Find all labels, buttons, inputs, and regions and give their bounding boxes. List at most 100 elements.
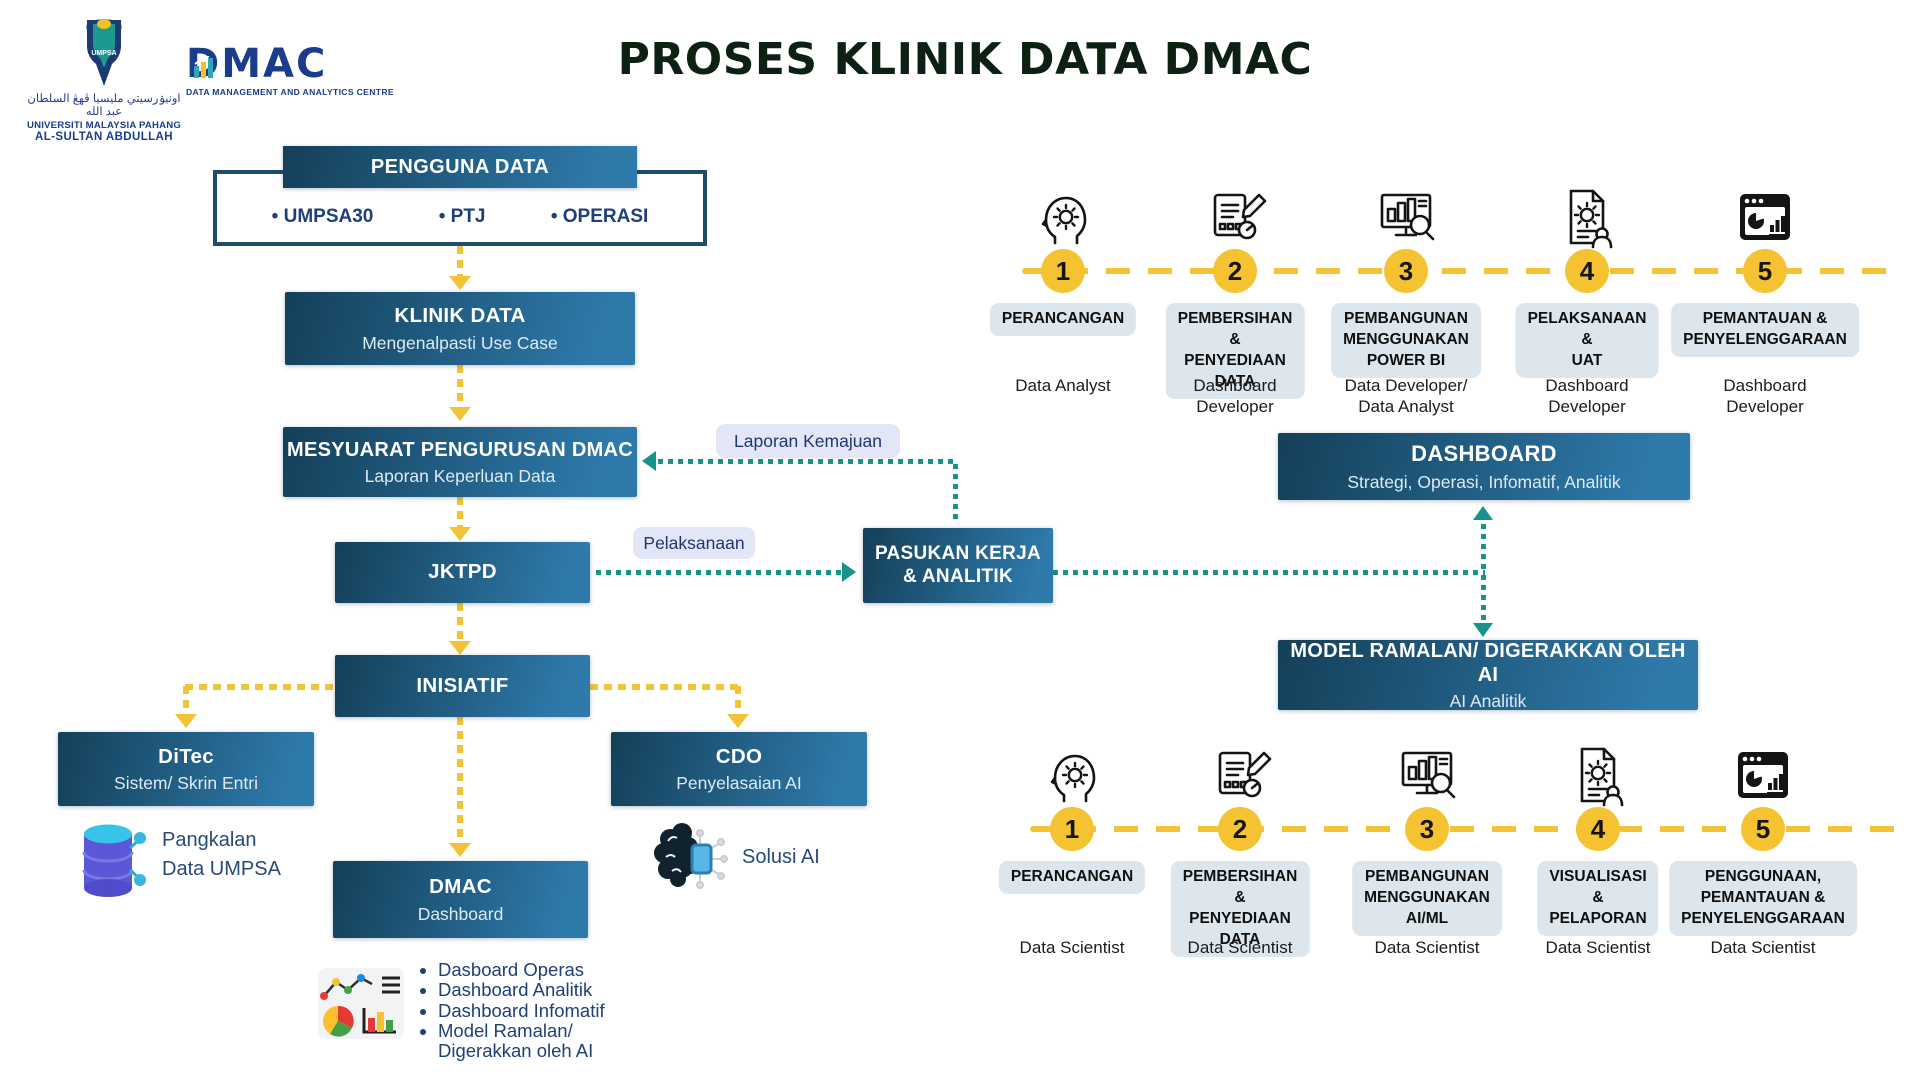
dashboard-report-icon xyxy=(1740,194,1790,240)
line-junction-up xyxy=(1481,524,1486,570)
dmac-dashboard-box: DMAC Dashboard xyxy=(333,861,588,938)
ditec-title: DiTec xyxy=(158,744,214,768)
arrowhead-mesyuarat-jktpd xyxy=(449,527,471,541)
step-role: Data Developer/ Data Analyst xyxy=(1344,376,1468,417)
cdo-subtitle: Penyelasaian AI xyxy=(676,773,802,794)
line-junction-down xyxy=(1481,575,1486,623)
step-dash-3: 3 PEMBANGUNAN MENGGUNAKAN POWER BI Data … xyxy=(1311,185,1501,425)
arrowhead-jktpd-inisiatif xyxy=(449,641,471,655)
inisiatif-title: INISIATIF xyxy=(416,673,509,697)
thinking-head-icon xyxy=(1031,185,1095,249)
arrowhead-pelaksanaan xyxy=(842,562,856,582)
step-number: 3 xyxy=(1405,807,1449,851)
klinik-data-subtitle: Mengenalpasti Use Case xyxy=(362,332,558,353)
dmac-bullet-2: Dashboard Analitik xyxy=(438,980,678,1000)
step-role: Data Scientist xyxy=(1019,938,1125,957)
dmac-dashboard-title: DMAC xyxy=(429,875,492,899)
dashboard-report-icon xyxy=(1738,752,1788,798)
dmac-bullet-4: Model Ramalan/ Digerakkan oleh AI xyxy=(438,1021,678,1060)
model-ramalan-box: MODEL RAMALAN/ DIGERAKKAN OLEH AI AI Ana… xyxy=(1278,640,1698,711)
step-label: PERANCANGAN xyxy=(989,303,1137,336)
document-gear-user-icon xyxy=(1555,185,1619,249)
step-label: PEMANTAUAN & PENYELENGGARAAN xyxy=(1671,303,1859,357)
monitor-analytics-icon xyxy=(1401,751,1456,799)
klinik-data-box: KLINIK DATA Mengenalpasti Use Case xyxy=(285,292,635,365)
timeline-ai-track xyxy=(1030,826,1898,832)
branch-inisiatif-dmac-v xyxy=(457,717,463,843)
step-number: 2 xyxy=(1213,249,1257,293)
step-dash-5: 5 PEMANTAUAN & PENYELENGGARAAN Dashboard… xyxy=(1670,185,1860,425)
dmac-tagline: DATA MANAGEMENT AND ANALYTICS CENTRE xyxy=(186,87,394,97)
page-title: PROSES KLINIK DATA DMAC xyxy=(617,34,1313,85)
dmac-chart-icon xyxy=(194,56,213,78)
dmac-bullet-3: Dashboard Infomatif xyxy=(438,1000,678,1020)
arrowhead-pengguna-klinik xyxy=(449,276,471,290)
ditec-box: DiTec Sistem/ Skrin Entri xyxy=(58,732,314,806)
line-pelaksanaan xyxy=(596,570,842,575)
pengguna-data-box: PENGGUNA DATA xyxy=(283,146,637,188)
cdo-note: Solusi AI xyxy=(742,846,820,868)
arrow-mesyuarat-jktpd xyxy=(457,497,463,527)
mesyuarat-box: MESYUARAT PENGURUSAN DMAC Laporan Keperl… xyxy=(283,427,637,497)
step-ai-3: 3 PEMBANGUNAN MENGGUNAKAN AI/ML Data Sci… xyxy=(1332,743,1522,983)
step-role: Dashboard Developer xyxy=(1193,376,1277,417)
dashboard-title: DASHBOARD xyxy=(1411,441,1557,467)
step-label: PEMBANGUNAN MENGGUNAKAN POWER BI xyxy=(1331,303,1481,378)
step-ai-2: 2 PEMBERSIHAN & PENYEDIAAN DATA Data Sci… xyxy=(1145,743,1335,983)
cdo-box: CDO Penyelasaian AI xyxy=(611,732,867,806)
pengguna-item-ptj: PTJ xyxy=(439,206,486,228)
dashboard-subtitle: Strategi, Operasi, Infomatif, Analitik xyxy=(1347,471,1621,492)
dmac-wordmark: DMAC xyxy=(186,41,328,87)
arrowhead-klinik-mesyuarat xyxy=(449,407,471,421)
university-logo: UMPSA اونيۏرسيتي مليسيا ڤهڠ السلطان عبد … xyxy=(18,16,190,143)
inisiatif-box: INISIATIF xyxy=(335,655,590,717)
line-pasukan-up xyxy=(953,464,958,524)
university-jawi-name: اونيۏرسيتي مليسيا ڤهڠ السلطان عبد الله xyxy=(27,93,181,118)
planning-doc-icon xyxy=(1218,751,1272,798)
planning-doc-icon xyxy=(1213,193,1267,240)
step-role: Data Scientist xyxy=(1374,938,1480,957)
arrowhead-laporan-kemajuan xyxy=(642,451,656,471)
university-name-line2: AL-SULTAN ABDULLAH xyxy=(35,131,173,144)
line-laporan-kemajuan xyxy=(658,459,956,464)
branch-inisiatif-ditec-v xyxy=(183,686,189,714)
arrow-klinik-mesyuarat xyxy=(457,365,463,407)
step-label: PEMBANGUNAN MENGGUNAKAN AI/ML xyxy=(1352,861,1502,936)
arrowhead-inisiatif-dmac xyxy=(449,843,471,857)
step-label: VISUALISASI & PELAPORAN xyxy=(1537,861,1659,936)
step-number: 4 xyxy=(1565,249,1609,293)
model-ramalan-subtitle: AI Analitik xyxy=(1449,690,1527,711)
ditec-subtitle: Sistem/ Skrin Entri xyxy=(114,773,258,794)
branch-inisiatif-cdo-v xyxy=(735,686,741,714)
step-label: PEMBERSIHAN & PENYEDIAAN DATA xyxy=(1170,861,1310,957)
step-number: 4 xyxy=(1576,807,1620,851)
line-pasukan-junction xyxy=(1053,570,1485,575)
step-dash-1: 1 PERANCANGAN Data Analyst xyxy=(968,185,1158,425)
arrowhead-inisiatif-ditec xyxy=(175,714,197,728)
step-role: Data Scientist xyxy=(1545,938,1651,957)
dashboard-box: DASHBOARD Strategi, Operasi, Infomatif, … xyxy=(1278,433,1690,500)
pasukan-kerja-title: PASUKAN KERJA & ANALITIK xyxy=(874,542,1042,587)
document-gear-user-icon xyxy=(1566,743,1630,807)
step-number: 1 xyxy=(1050,807,1094,851)
step-label: PENGGUNAAN, PEMANTAUAN & PENYELENGGARAAN xyxy=(1669,861,1857,936)
dmac-dashboard-subtitle: Dashboard xyxy=(417,903,504,924)
step-number: 5 xyxy=(1743,249,1787,293)
step-number: 2 xyxy=(1218,807,1262,851)
branch-inisiatif-ditec-h xyxy=(185,684,335,690)
step-ai-4: 4 VISUALISASI & PELAPORAN Data Scientist xyxy=(1503,743,1693,983)
branch-inisiatif-cdo-h xyxy=(590,684,740,690)
step-number: 5 xyxy=(1741,807,1785,851)
laporan-kemajuan-label: Laporan Kemajuan xyxy=(716,424,900,458)
pasukan-kerja-box: PASUKAN KERJA & ANALITIK xyxy=(863,528,1053,603)
ditec-note: Pangkalan Data UMPSA xyxy=(162,829,281,880)
cdo-title: CDO xyxy=(715,744,763,768)
dmac-dashboard-bullets: Dasboard Operas Dashboard Analitik Dashb… xyxy=(418,960,678,1061)
step-number: 1 xyxy=(1041,249,1085,293)
svg-text:UMPSA: UMPSA xyxy=(91,50,116,57)
step-number: 3 xyxy=(1384,249,1428,293)
arrow-jktpd-inisiatif xyxy=(457,603,463,641)
pengguna-data-items: UMPSA30 PTJ OPERASI xyxy=(213,194,707,240)
step-label: PELAKSANAAN & UAT xyxy=(1515,303,1659,378)
